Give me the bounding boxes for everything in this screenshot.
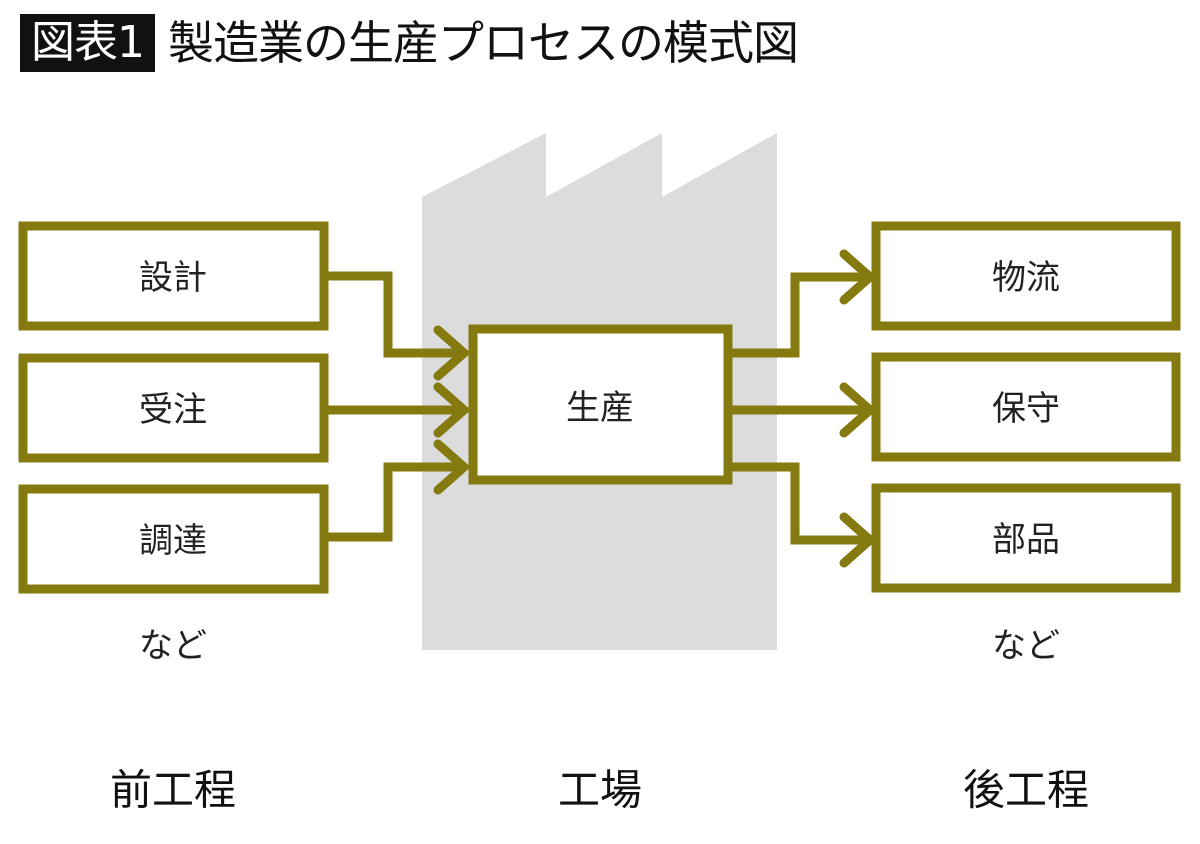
production-box-group: 生産 (468, 324, 733, 485)
process-box (18, 484, 329, 594)
downstream-process-list: 物流 保守 部品 など (871, 221, 1181, 666)
upstream-etc-note: など (139, 626, 207, 666)
section-label-upstream: 前工程 (110, 766, 236, 815)
downstream-box-parts: 部品 (871, 483, 1181, 593)
arrowhead-icon (433, 439, 471, 495)
arrowhead-icon (433, 325, 471, 381)
arrowhead-icon (839, 382, 877, 438)
upstream-process-list: 設計 受注 調達 など (18, 221, 329, 666)
process-label: 物流 (992, 258, 1060, 298)
arrowhead-icon (839, 512, 877, 568)
section-label-downstream: 後工程 (963, 766, 1089, 815)
figure-title: 製造業の生産プロセスの模式図 (168, 16, 799, 70)
flow-line-production-to-parts (732, 462, 868, 545)
process-box (18, 221, 329, 331)
process-label: 受注 (139, 390, 207, 430)
downstream-etc-note: など (992, 626, 1060, 666)
process-label: 設計 (139, 258, 207, 298)
downstream-box-logistics: 物流 (871, 221, 1181, 331)
flow-line-procurement-to-production (328, 462, 462, 542)
upstream-box-procurement: 調達 (18, 484, 329, 594)
arrowhead-icon (433, 382, 471, 438)
downstream-connectors (732, 249, 877, 568)
figure-number-badge: 図表1 (20, 14, 155, 72)
process-box (18, 353, 329, 463)
production-label: 生産 (566, 388, 634, 428)
process-label: 部品 (992, 520, 1060, 560)
arrowhead-icon (839, 249, 877, 305)
flow-line-design-to-production (328, 271, 462, 358)
process-label: 調達 (139, 521, 207, 561)
process-box (871, 483, 1181, 593)
section-label-factory: 工場 (558, 766, 642, 815)
process-box (871, 352, 1181, 462)
upstream-box-order: 受注 (18, 353, 329, 463)
process-box (871, 221, 1181, 331)
flow-line-production-to-logistics (732, 272, 868, 358)
production-box (468, 324, 733, 485)
upstream-box-design: 設計 (18, 221, 329, 331)
downstream-box-maintenance: 保守 (871, 352, 1181, 462)
upstream-connectors (328, 271, 471, 542)
process-label: 保守 (992, 389, 1060, 429)
